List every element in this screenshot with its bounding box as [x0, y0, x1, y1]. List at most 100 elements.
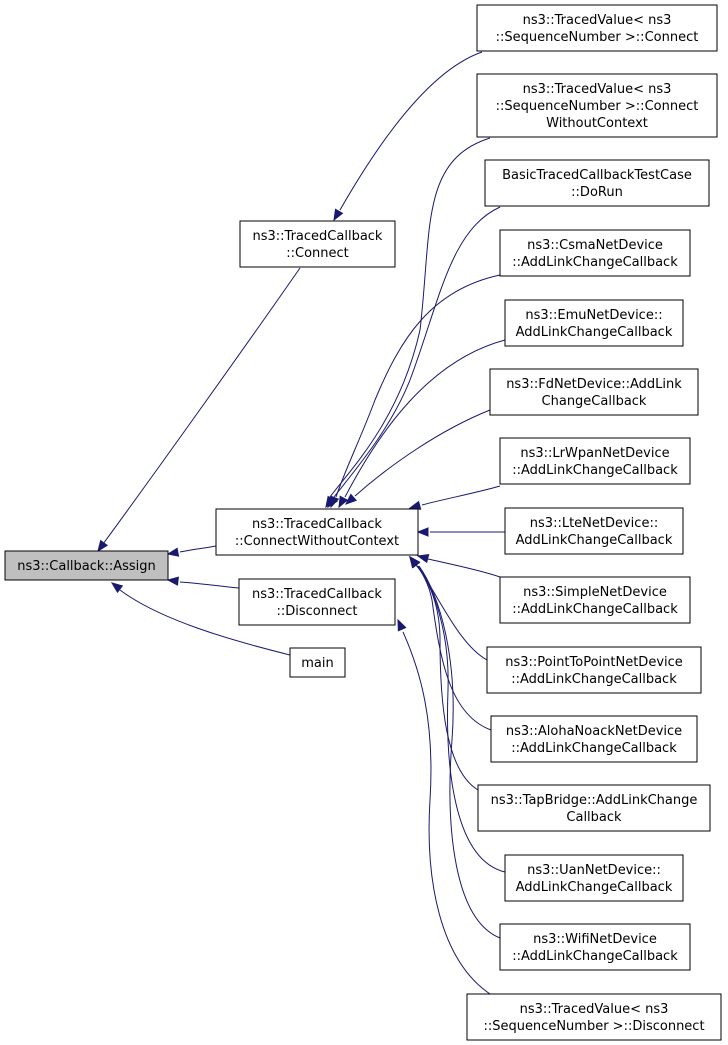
- node-label-line: ::AddLinkChangeCallback: [512, 463, 678, 478]
- edge-line: [417, 565, 488, 661]
- node-uan[interactable]: ns3::UanNetDevice::AddLinkChangeCallback: [504, 854, 684, 902]
- edge-tc_disconnect-to-assign: [166, 576, 240, 589]
- node-label-line: ns3::WifiNetDevice: [533, 932, 657, 947]
- arrowhead: [397, 618, 407, 632]
- node-label-line: BasicTracedCallbackTestCase: [502, 168, 692, 183]
- node-label-line: ::DoRun: [571, 185, 623, 200]
- node-label-line: ns3::TracedCallback: [252, 587, 382, 602]
- node-p2p[interactable]: ns3::PointToPointNetDevice::AddLinkChang…: [486, 646, 702, 694]
- node-csma[interactable]: ns3::CsmaNetDevice::AddLinkChangeCallbac…: [499, 229, 691, 277]
- node-label-line: ns3::PointToPointNetDevice: [505, 655, 683, 670]
- node-label-line: ::AddLinkChangeCallback: [512, 255, 678, 270]
- node-lte[interactable]: ns3::LteNetDevice::AddLinkChangeCallback: [504, 507, 684, 555]
- edge-tc_cwc-to-assign: [166, 545, 217, 557]
- node-label-line: ::SequenceNumber >::Connect: [496, 99, 699, 114]
- node-tc_connect[interactable]: ns3::TracedCallback::Connect: [239, 220, 396, 268]
- node-box: [499, 923, 691, 971]
- node-label-line: AddLinkChangeCallback: [516, 325, 673, 340]
- node-box: [499, 576, 691, 624]
- node-tv_disconnect[interactable]: ns3::TracedValue< ns3::SequenceNumber >:…: [466, 993, 722, 1041]
- node-label-line: ::Disconnect: [277, 604, 358, 619]
- edge-line: [415, 564, 479, 791]
- edges-layer: [97, 51, 506, 995]
- node-label-line: ChangeCallback: [542, 394, 647, 409]
- node-box: [4, 550, 169, 581]
- node-label-line: ns3::EmuNetDevice::: [525, 308, 662, 323]
- arrowhead: [344, 493, 358, 505]
- node-label-line: ns3::CsmaNetDevice: [527, 238, 663, 253]
- node-label-line: ns3::FdNetDevice::AddLink: [506, 377, 682, 392]
- edge-tv_connect-to-tc_connect: [333, 51, 483, 222]
- arrowhead: [166, 576, 179, 586]
- node-main[interactable]: main: [289, 647, 346, 678]
- node-label-line: ns3::TracedValue< ns3: [520, 1002, 669, 1017]
- node-label-line: ns3::TracedCallback: [252, 517, 382, 532]
- arrowhead: [97, 539, 109, 553]
- node-simple[interactable]: ns3::SimpleNetDevice::AddLinkChangeCallb…: [499, 576, 691, 624]
- node-emu[interactable]: ns3::EmuNetDevice::AddLinkChangeCallback: [504, 299, 684, 347]
- arrowhead: [166, 547, 180, 557]
- node-tapbridge[interactable]: ns3::TapBridge::AddLinkChangeCallback: [477, 784, 711, 832]
- node-tc_cwc[interactable]: ns3::TracedCallback::ConnectWithoutConte…: [215, 508, 419, 556]
- edge-line: [179, 581, 240, 589]
- edge-line: [427, 558, 501, 578]
- edge-line: [102, 267, 301, 545]
- arrowhead: [416, 553, 430, 564]
- node-tv_connect_wc[interactable]: ns3::TracedValue< ns3::SequenceNumber >:…: [476, 73, 718, 138]
- node-assign[interactable]: ns3::Callback::Assign: [4, 550, 169, 581]
- node-wifi[interactable]: ns3::WifiNetDevice::AddLinkChangeCallbac…: [499, 923, 691, 971]
- arrowhead: [110, 582, 124, 594]
- arrowhead: [338, 495, 349, 509]
- node-label-line: ::Connect: [286, 246, 349, 261]
- node-box: [504, 507, 684, 555]
- node-label-line: ns3::TracedValue< ns3: [523, 13, 672, 28]
- node-label-line: ns3::Callback::Assign: [17, 559, 156, 574]
- node-label-line: AddLinkChangeCallback: [516, 880, 673, 895]
- arrowhead: [409, 555, 421, 569]
- edge-line: [418, 565, 501, 939]
- node-aloha[interactable]: ns3::AlohaNoackNetDevice::AddLinkChangeC…: [490, 715, 698, 763]
- edge-line: [333, 206, 501, 498]
- node-tv_connect[interactable]: ns3::TracedValue< ns3::SequenceNumber >:…: [476, 4, 718, 52]
- node-label-line: ns3::AlohaNoackNetDevice: [506, 724, 682, 739]
- node-tc_disconnect[interactable]: ns3::TracedCallback::Disconnect: [238, 578, 396, 626]
- arrowhead: [330, 495, 340, 509]
- node-box: [215, 508, 419, 556]
- node-box: [476, 73, 718, 138]
- edge-lrwpan-to-tc_cwc: [408, 485, 501, 510]
- edge-line: [421, 485, 501, 506]
- node-label-line: ns3::SimpleNetDevice: [523, 585, 667, 600]
- node-label-line: ns3::TracedCallback: [253, 229, 383, 244]
- arrowhead: [416, 527, 429, 537]
- node-label-line: ::AddLinkChangeCallback: [512, 602, 678, 617]
- node-box: [484, 159, 710, 207]
- node-label-line: ns3::LrWpanNetDevice: [520, 446, 669, 461]
- edge-fd-to-tc_cwc: [344, 409, 491, 505]
- edge-aloha-to-tc_cwc: [409, 555, 492, 731]
- edge-lte-to-tc_cwc: [416, 527, 505, 537]
- node-label-line: ::SequenceNumber >::Connect: [496, 30, 699, 45]
- edge-line: [354, 409, 491, 497]
- edge-tv_connect_wc-to-tc_cwc: [325, 137, 491, 509]
- node-box: [504, 854, 684, 902]
- node-fd[interactable]: ns3::FdNetDevice::AddLinkChangeCallback: [489, 368, 699, 416]
- node-label-line: ns3::TracedValue< ns3: [523, 82, 672, 97]
- edge-emu-to-tc_cwc: [338, 339, 506, 509]
- node-box: [466, 993, 722, 1041]
- edge-main-to-assign: [110, 582, 291, 656]
- node-label-line: ::AddLinkChangeCallback: [512, 949, 678, 964]
- node-label-line: ns3::LteNetDevice::: [530, 516, 658, 531]
- node-basic_test[interactable]: BasicTracedCallbackTestCase::DoRun: [484, 159, 710, 207]
- node-box: [499, 229, 691, 277]
- node-box: [504, 299, 684, 347]
- node-label-line: AddLinkChangeCallback: [516, 533, 673, 548]
- edge-line: [344, 339, 506, 498]
- node-label-line: main: [301, 656, 333, 671]
- edge-line: [402, 631, 491, 995]
- node-lrwpan[interactable]: ns3::LrWpanNetDevice::AddLinkChangeCallb…: [499, 437, 691, 485]
- node-label-line: Callback: [566, 810, 622, 825]
- edge-line: [417, 565, 506, 873]
- node-label-line: ::SequenceNumber >::Disconnect: [483, 1019, 704, 1034]
- edge-line: [119, 589, 291, 656]
